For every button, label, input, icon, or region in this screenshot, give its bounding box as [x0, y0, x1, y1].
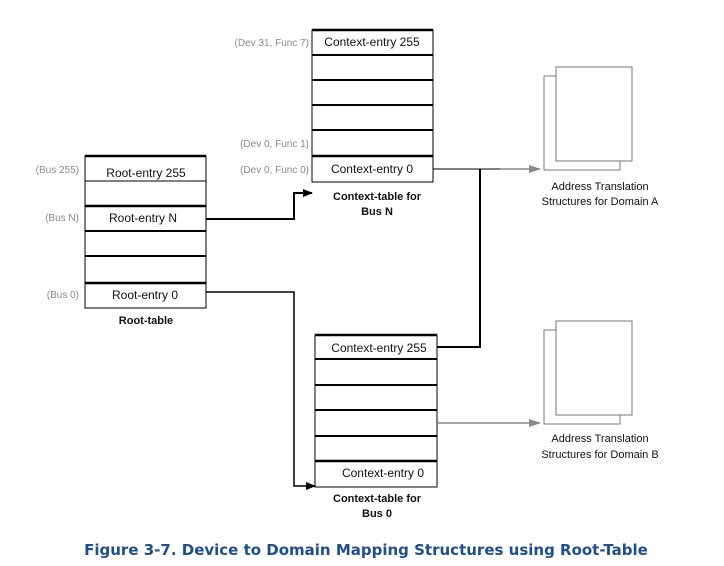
context-table-bus-0-title-1: Context-table for	[333, 493, 422, 505]
domain-b-page-front	[555, 320, 633, 416]
root-n-to-context-n-arrow	[206, 189, 313, 220]
figure-caption: Figure 3-7. Device to Domain Mapping Str…	[84, 541, 648, 559]
root-table-title: Root-table	[119, 315, 173, 327]
context-0-entry-0: Context-entry 0	[342, 466, 424, 480]
root-table: Root-entry 255 Root-entry N Root-entry 0…	[36, 154, 207, 327]
bus-0-label: (Bus 0)	[47, 290, 79, 301]
domain-b-caption-2: Structures for Domain B	[541, 449, 658, 461]
context-table-bus-n: Context-entry 255 Context-entry 0 (Dev 3…	[235, 28, 434, 218]
context-0-255-to-domain-a-line	[437, 169, 481, 348]
context-table-bus-0-title-2: Bus 0	[362, 508, 392, 520]
bus-n-label: (Bus N)	[45, 213, 79, 224]
dev31-func7-label: (Dev 31, Func 7)	[235, 38, 309, 49]
context-0-entry-255: Context-entry 255	[331, 341, 427, 355]
domain-b-structures: Address Translation Structures for Domai…	[541, 320, 659, 461]
bus-255-label: (Bus 255)	[36, 165, 79, 176]
dev0-func1-label: (Dev 0, Func 1)	[240, 139, 309, 150]
context-table-bus-n-title-1: Context-table for	[333, 191, 422, 203]
root-0-to-context-0-arrow	[206, 291, 316, 490]
domain-a-page-front	[555, 66, 633, 162]
context-n-entry-0: Context-entry 0	[331, 162, 413, 176]
root-entry-0: Root-entry 0	[112, 288, 178, 302]
domain-a-caption-2: Structures for Domain A	[542, 196, 659, 208]
domain-a-structures: Address Translation Structures for Domai…	[542, 66, 659, 208]
domain-a-caption-1: Address Translation	[551, 181, 648, 193]
root-entry-n: Root-entry N	[109, 211, 177, 225]
context-table-bus-n-title-2: Bus N	[361, 206, 393, 218]
domain-b-caption-1: Address Translation	[551, 433, 648, 445]
root-entry-255: Root-entry 255	[106, 166, 186, 180]
context-n-entry-255: Context-entry 255	[324, 35, 420, 49]
dev0-func0-label: (Dev 0, Func 0)	[240, 165, 309, 176]
context-table-bus-0: Context-entry 255 Context-entry 0 Contex…	[314, 333, 438, 520]
